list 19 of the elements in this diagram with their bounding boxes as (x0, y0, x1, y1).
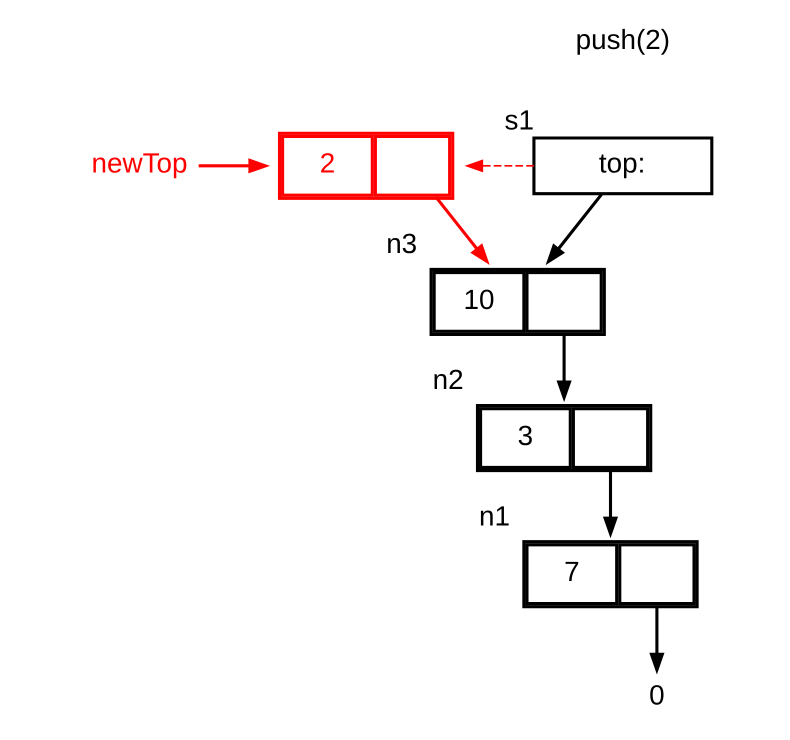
node-label: n3 (386, 228, 417, 260)
node-box: 10 (429, 268, 606, 336)
node-label: n1 (478, 500, 510, 532)
node-box: 3 (475, 404, 652, 472)
arrow (602, 469, 618, 538)
label: push(2) (575, 24, 670, 55)
node-box: 2 (277, 132, 454, 200)
arrow (648, 606, 664, 674)
arrow (556, 333, 572, 402)
node-box: 7 (522, 540, 698, 608)
node-box: top: (532, 136, 713, 196)
arrow (464, 159, 534, 172)
node-label: n2 (432, 364, 464, 396)
node-text: newTop (91, 148, 187, 179)
arrow (434, 196, 490, 266)
node-text: 0 (648, 680, 664, 711)
node-label: s1 (504, 104, 534, 136)
arrow (198, 158, 270, 174)
arrow (545, 193, 602, 266)
